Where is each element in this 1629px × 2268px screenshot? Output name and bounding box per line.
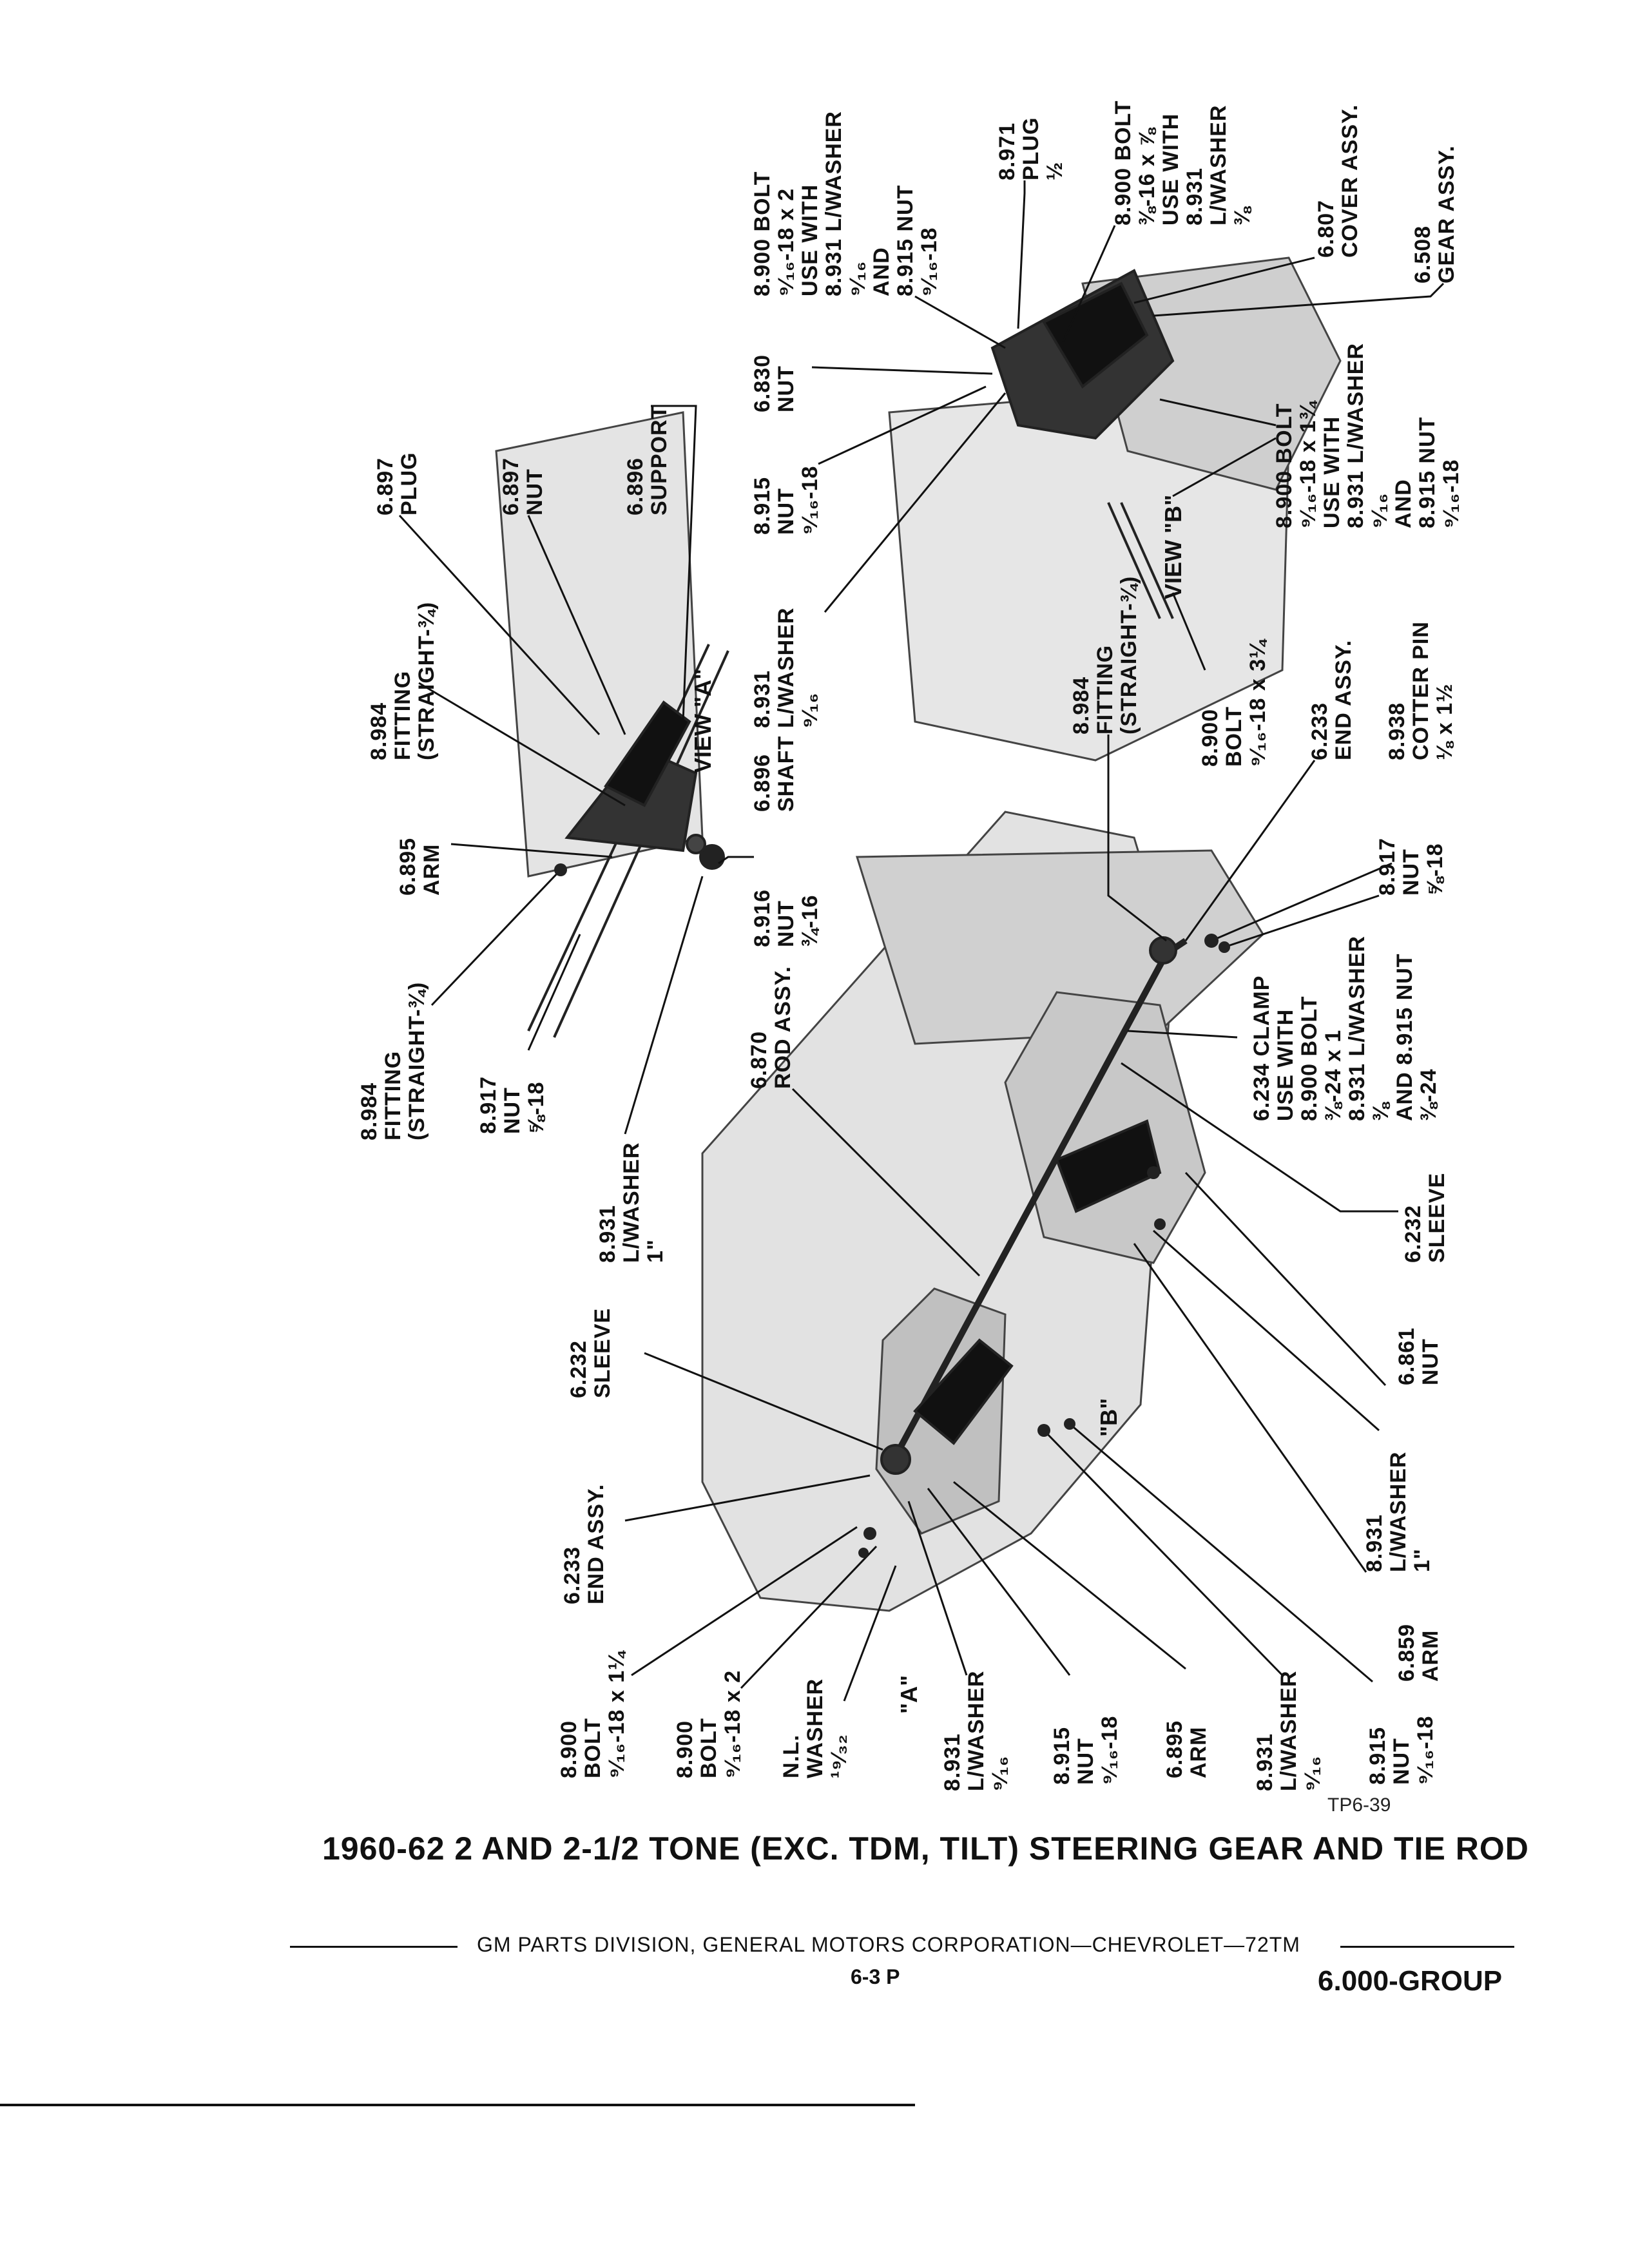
view-a-label: VIEW "A": [689, 668, 716, 773]
bottom-rule: [0, 2104, 915, 2106]
linework: [527, 269, 1188, 1475]
leader-lines: [398, 180, 1445, 1702]
figure-code: TP6-39: [1327, 1794, 1391, 1816]
footer-source: GM PARTS DIVISION, GENERAL MOTORS CORPOR…: [477, 1933, 1300, 1956]
view-b-label: VIEW "B": [1160, 494, 1186, 599]
footer-rule-right: [1340, 1946, 1514, 1948]
figure-title: 1960-62 2 AND 2-1/2 TONE (EXC. TDM, TILT…: [322, 1831, 1529, 1867]
fastener-marks: [554, 863, 1230, 1558]
group-number: 6.000-GROUP: [1318, 1965, 1503, 1997]
page-number: 6-3 P: [851, 1965, 900, 1988]
footer-rule-left: [290, 1946, 458, 1948]
marker-a: "A": [896, 1675, 922, 1714]
photo-shading: [495, 256, 1342, 1612]
marker-b: "B": [1095, 1398, 1122, 1437]
